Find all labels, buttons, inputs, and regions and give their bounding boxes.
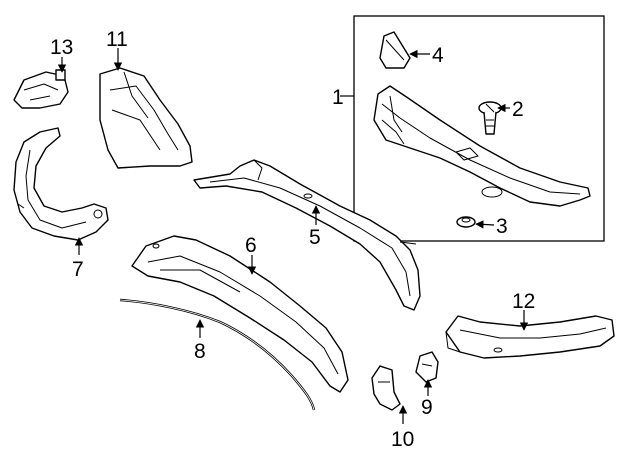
- part-12-reinforcement: [445, 315, 615, 359]
- part-9-clip-bracket: [415, 351, 439, 383]
- part-6-cowl-upper-panel: [131, 235, 349, 393]
- part-10-bracket: [371, 365, 401, 411]
- callout-4: 4: [432, 44, 444, 67]
- callout-8: 8: [194, 340, 206, 363]
- inset-box: [353, 15, 605, 242]
- part-7-support-bracket: [13, 127, 109, 241]
- callout-3: 3: [496, 215, 508, 238]
- part-11-side-panel: [99, 67, 193, 169]
- part-13-bracket: [13, 69, 69, 109]
- part-3-grommet: [456, 216, 476, 228]
- callout-3-leader: [475, 220, 495, 229]
- callout-10: 10: [391, 428, 414, 451]
- callout-1: 1: [332, 86, 344, 109]
- part-8-weatherstrip: [119, 298, 316, 411]
- callout-5: 5: [309, 226, 321, 249]
- callout-7: 7: [72, 258, 84, 281]
- part-1-cowl-panel: [373, 85, 591, 207]
- part-5-cross-member: [193, 159, 421, 311]
- callout-6: 6: [245, 234, 257, 257]
- part-2-clip: [478, 101, 502, 135]
- callout-11: 11: [106, 28, 128, 51]
- callout-12: 12: [512, 290, 535, 313]
- callout-9: 9: [421, 396, 433, 419]
- part-4-trim-piece: [379, 31, 411, 69]
- callout-13: 13: [50, 36, 73, 59]
- callout-2: 2: [512, 98, 524, 121]
